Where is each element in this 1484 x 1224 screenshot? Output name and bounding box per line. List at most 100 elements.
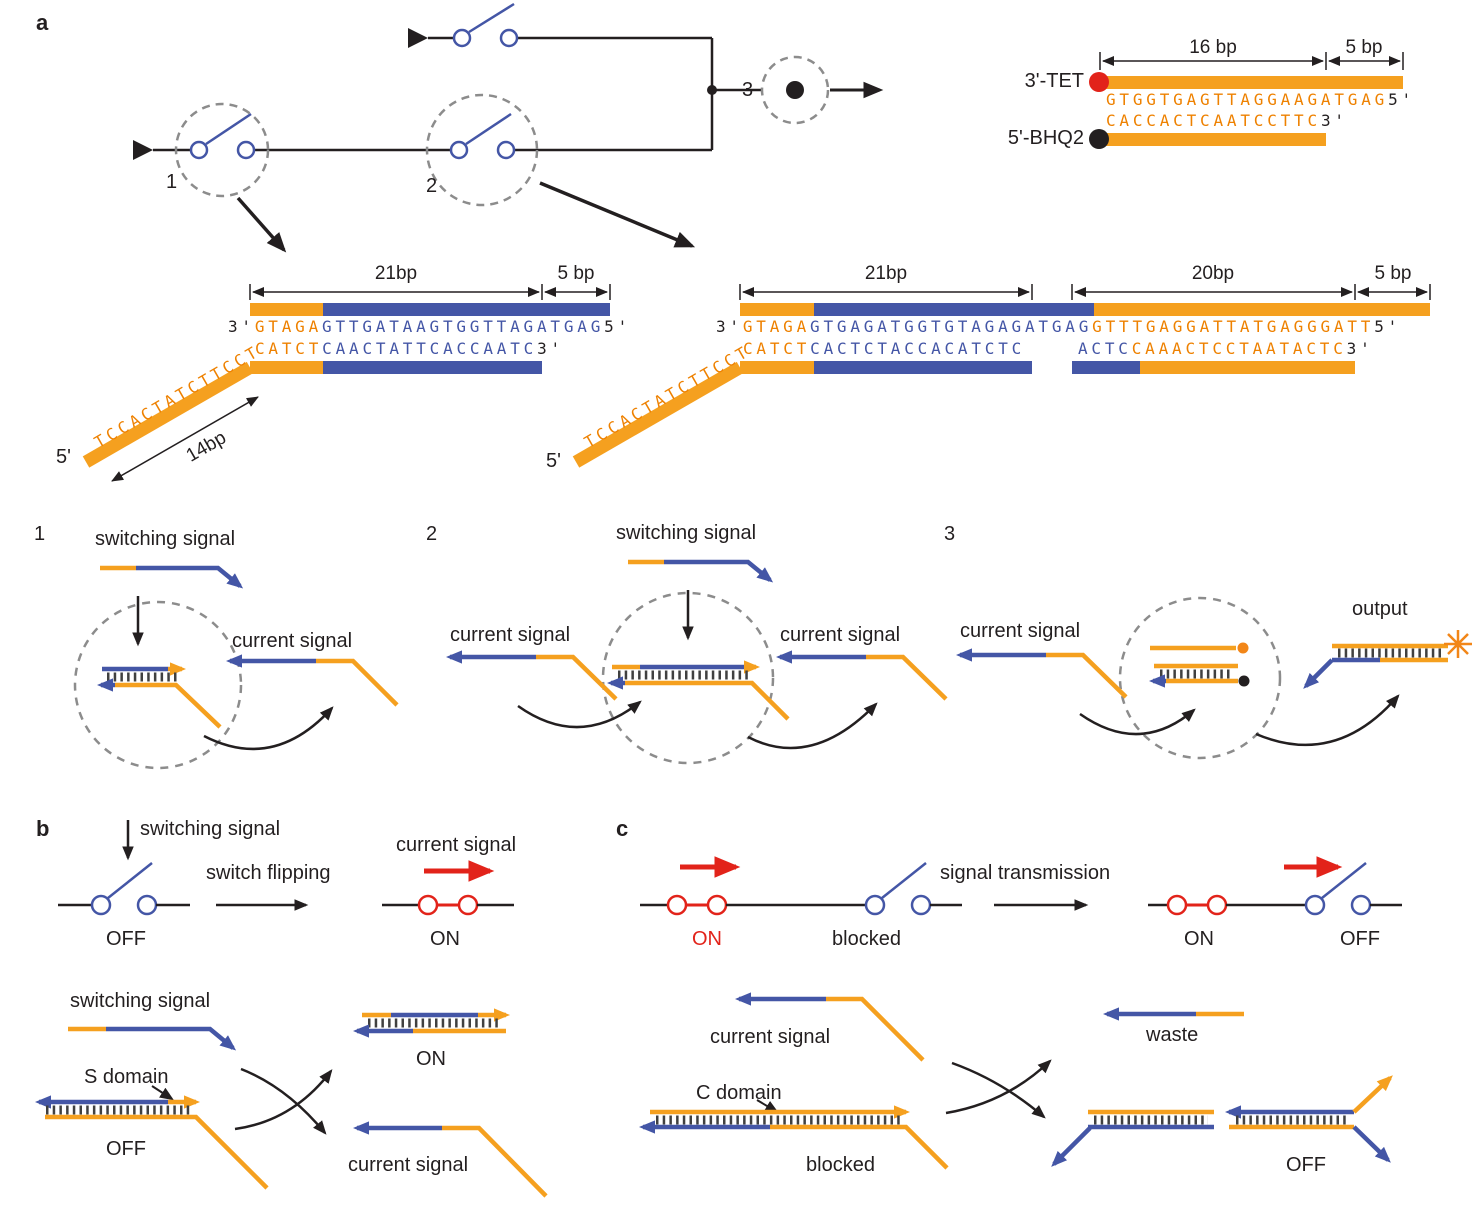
off-duplex (35, 1095, 269, 1190)
sw1-5bp-label: 5 bp (557, 263, 595, 284)
exchange-arrow-up (234, 1069, 333, 1131)
step1-current-label: current signal (232, 630, 353, 652)
b-s-domain-label: S domain (84, 1066, 169, 1088)
step1-number: 1 (34, 523, 46, 545)
seq-segment: CACCACTCAATCCTTC (1106, 111, 1321, 130)
exchange-arrow-down (240, 1067, 327, 1135)
seq-end: 3' (537, 339, 564, 358)
reporter-16bp-label: 16 bp (1189, 37, 1237, 58)
switch-off-symbol (58, 862, 190, 916)
switch2-duplex (607, 660, 790, 721)
step1-switching-label: switching signal (95, 528, 236, 550)
bhq-dot (1089, 129, 1109, 149)
step1-diagram (73, 565, 399, 770)
seq-segment: GTTTGAGGATTATGAGGGATT (1092, 317, 1375, 336)
panel-c-diagram (639, 856, 1402, 1170)
switch3-number: 3 (742, 79, 754, 101)
seq-segment: GTAGA (742, 317, 811, 336)
sw2-21bp-label: 21bp (864, 263, 908, 284)
seq-segment: CAAACTCCTAATACTC (1131, 339, 1347, 358)
seq-end: 3' (1320, 111, 1348, 130)
switching-signal-strand (68, 1026, 237, 1051)
b-on2-label: ON (416, 1048, 446, 1070)
b-flip-label: switch flipping (206, 862, 331, 884)
reporter-bottom-sequence: CACCACTCAATCCTTC3' (1106, 113, 1348, 129)
circuit-on-off (1148, 862, 1402, 916)
sw1-toehold-5prime: 5' (56, 446, 71, 468)
seq-segment: GTGAGATGGTGTAGAGATGAG (810, 317, 1093, 336)
reporter-complex (1149, 642, 1250, 688)
sw2-5bp-label: 5 bp (1374, 263, 1412, 284)
tet-dot (1089, 72, 1109, 92)
current-signal-strand (353, 1121, 548, 1198)
b-on-label: ON (430, 928, 460, 950)
exchange-arrow-down (951, 1061, 1046, 1119)
panel-c-label: c (616, 816, 629, 841)
release-arrow (203, 706, 334, 751)
on-duplex (353, 1008, 510, 1038)
switch2-dna (572, 284, 1431, 468)
seq-segment: CACTCTACCACATCTC (810, 339, 1026, 358)
switch1-off-duplex (97, 662, 222, 729)
seq-segment: GTTGATAAGTGGTTAGATGAG (322, 317, 605, 336)
b-off-label: OFF (106, 928, 146, 950)
c-blocked2-label: blocked (806, 1154, 875, 1176)
dashed-circles (174, 55, 830, 207)
seq-end: 5' (1388, 90, 1415, 109)
step3-output-label: output (1352, 598, 1408, 620)
incoming-arrow (1079, 708, 1196, 736)
c-on2-label: ON (1184, 928, 1214, 950)
switching-signal-strand (628, 559, 774, 583)
arrow-to-switch2-dna (539, 181, 696, 248)
switch2-number: 2 (426, 175, 438, 197)
reporter-dna (1089, 52, 1404, 149)
arrow-to-switch1-dna (236, 196, 287, 253)
seq-end: 3' (716, 317, 743, 336)
current-signal-strand-right (776, 650, 948, 701)
sw2-toehold-5prime: 5' (546, 450, 561, 472)
incoming-arrow (517, 700, 642, 729)
step3-diagram (956, 596, 1472, 760)
sw2-20bp-label: 20bp (1191, 263, 1235, 284)
panel-b-diagram (35, 820, 548, 1198)
current-signal-strand-left (446, 650, 618, 701)
s-domain-arrow (151, 1085, 174, 1101)
step2-switching-label: switching signal (616, 522, 757, 544)
output-duplex (1303, 643, 1448, 689)
panel-a-label: a (36, 10, 49, 35)
sw1-21bp-label: 21bp (374, 263, 418, 284)
switch-on-symbol (382, 894, 514, 916)
bhq-dot (1238, 675, 1250, 687)
b-current-label: current signal (396, 834, 517, 856)
current-signal-strand (226, 654, 399, 707)
off-result-duplex (1051, 1075, 1393, 1167)
c-off2-label: OFF (1286, 1154, 1326, 1176)
c-on-label: ON (692, 928, 722, 950)
switch1-dna (82, 284, 611, 482)
c-transmission-label: signal transmission (940, 862, 1111, 884)
step3-number: 3 (944, 523, 956, 545)
toehold-dim-arrow (111, 396, 259, 482)
step2-current-right-label: current signal (780, 624, 901, 646)
seq-end: 3' (228, 317, 255, 336)
input-terminal-top (408, 28, 428, 48)
switch-symbol-top (452, 2, 519, 48)
fluorescence-starburst (1444, 630, 1472, 658)
sw1-bottom-sequence: CATCTCAACTATTCACCAATC3' (255, 341, 564, 357)
sw2-bottom-right-sequence: ACTCCAAACTCCTAATACTC3' (1078, 341, 1374, 357)
tet-label: 3'-TET (1024, 70, 1084, 92)
seq-end: 3' (1346, 339, 1374, 358)
seq-segment: CAACTATTCACCAATC (322, 339, 538, 358)
switching-signal-strand (100, 565, 244, 589)
step2-number: 2 (426, 523, 438, 545)
input-terminal-bottom (133, 140, 153, 160)
switch-symbol-1 (189, 112, 256, 160)
c-blocked-label: blocked (832, 928, 901, 950)
step2-diagram (446, 559, 948, 765)
seq-segment: GTGGTGAGTTAGGAAGATGAG (1106, 90, 1389, 109)
panel-b-label: b (36, 816, 50, 841)
reporter-top-sequence: GTGGTGAGTTAGGAAGATGAG5' (1106, 92, 1415, 108)
output-arrow (1255, 694, 1400, 747)
